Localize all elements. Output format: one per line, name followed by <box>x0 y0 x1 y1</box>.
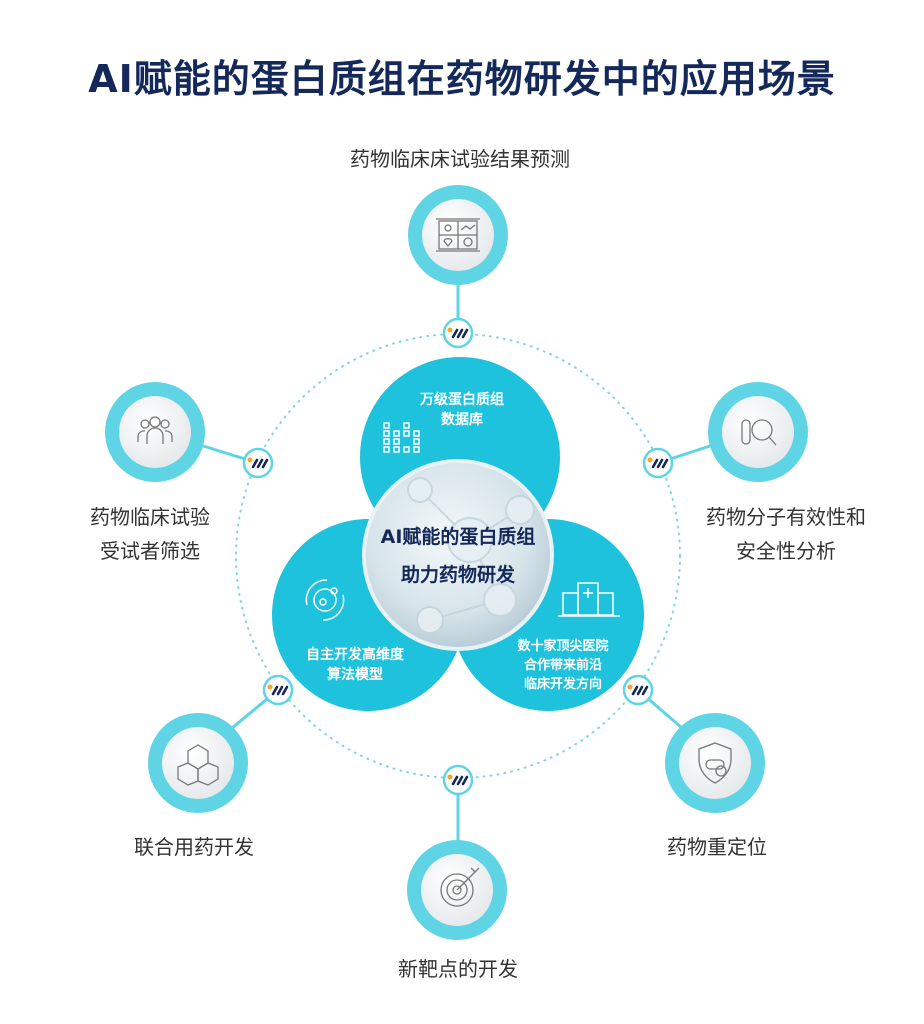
pillar-right-line-2: 合作带来前沿 <box>523 658 603 673</box>
scenario-label-top: 药物临床床试验结果预测 <box>350 147 570 171</box>
shield-pill-icon <box>698 742 732 784</box>
pillar-database-label: 万级蛋白质组 数据库 <box>420 390 504 430</box>
center-label: AI赋能的蛋白质组 助力药物研发 <box>381 518 536 594</box>
molecule-hexagon-icon <box>177 744 219 786</box>
target-arrow-icon <box>440 867 480 907</box>
center-glass <box>362 459 554 651</box>
scenario-top-left-line-2: 受试者筛选 <box>100 539 200 563</box>
building-grid-icon <box>383 422 420 453</box>
scenario-top-right-line-1: 药物分子有效性和 <box>706 505 866 529</box>
scenario-label-bottom-right: 药物重定位 <box>667 835 767 859</box>
pillar-left-line-2: 算法模型 <box>327 667 383 683</box>
pillar-right-line-1: 数十家顶尖医院 <box>517 639 609 654</box>
pillar-top-line-1: 万级蛋白质组 <box>420 392 504 408</box>
monitor-chart-icon <box>436 218 480 252</box>
center-line-1: AI赋能的蛋白质组 <box>380 526 536 548</box>
pillar-algorithm-label: 自主开发高维度 算法模型 <box>306 645 404 685</box>
scenario-label-bottom-left: 联合用药开发 <box>134 835 254 859</box>
scenario-top-right-line-2: 安全性分析 <box>736 539 836 563</box>
pillar-left-line-1: 自主开发高维度 <box>306 647 404 663</box>
scenario-label-top-left: 药物临床试验 受试者筛选 <box>90 500 210 568</box>
page-title: AI赋能的蛋白质组在药物研发中的应用场景 <box>88 57 836 101</box>
pillar-top-line-2: 数据库 <box>441 412 483 428</box>
people-group-icon <box>137 416 173 444</box>
hospital-icon <box>558 582 620 617</box>
center-line-2: 助力药物研发 <box>400 564 515 586</box>
connector-dots <box>242 317 674 796</box>
dotted-orbit <box>235 333 681 779</box>
magnifier-testtube-icon <box>741 419 777 446</box>
pillar-hospitals-label: 数十家顶尖医院 合作带来前沿 临床开发方向 <box>517 637 608 694</box>
scenario-label-top-right: 药物分子有效性和 安全性分析 <box>706 500 866 568</box>
algorithm-cycle-icon <box>305 579 345 621</box>
scenario-label-bottom: 新靶点的开发 <box>398 957 518 981</box>
pillar-right-line-3: 临床开发方向 <box>523 677 603 692</box>
scenario-top-left-line-1: 药物临床试验 <box>90 505 210 529</box>
